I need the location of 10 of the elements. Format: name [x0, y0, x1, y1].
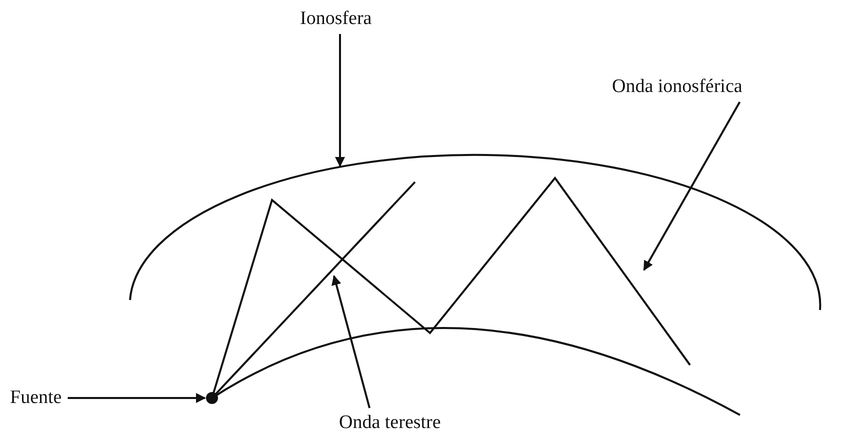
leader-line: [335, 34, 345, 167]
ionosphere-arc: [129, 154, 821, 310]
callout-label: Onda ionosférica: [612, 76, 742, 98]
callout-label: Ionosfera: [300, 8, 372, 30]
callout-label: Fuente: [10, 387, 62, 409]
leader-line: [332, 275, 370, 408]
leader-line: [643, 102, 741, 271]
source-dot: [206, 392, 218, 404]
leader-line: [68, 393, 206, 403]
callout-label: Onda terestre: [339, 412, 441, 434]
